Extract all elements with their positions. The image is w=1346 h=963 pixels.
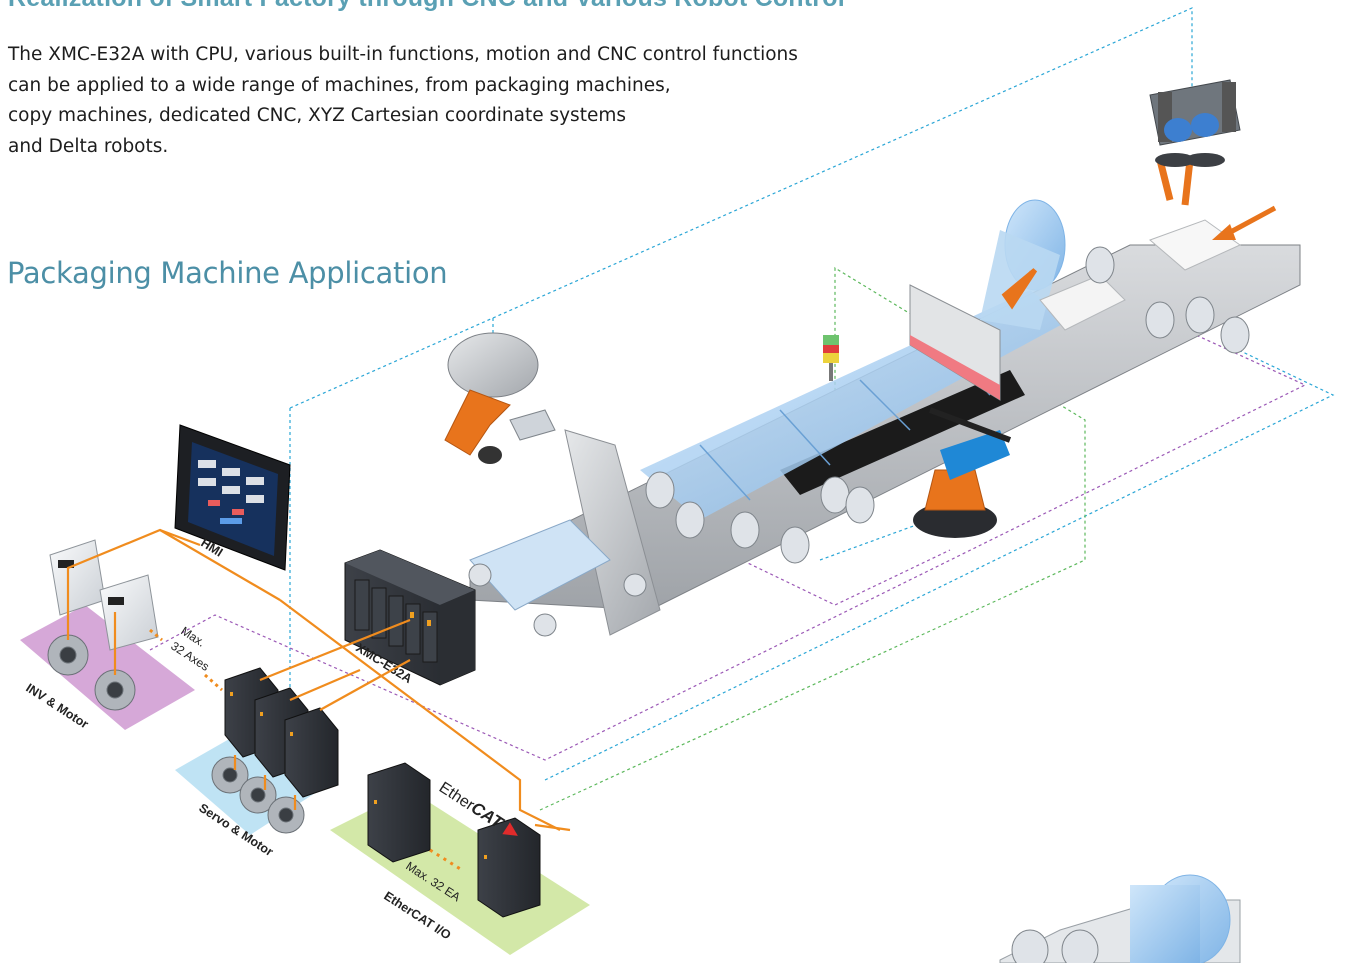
film-web-segments xyxy=(699,339,991,501)
conveyor xyxy=(468,199,1301,637)
feed-arrow-2-head xyxy=(1212,224,1236,240)
io-ellipsis xyxy=(429,848,463,872)
inv-motors xyxy=(47,634,136,711)
section-title: Packaging Machine Application xyxy=(7,256,448,290)
delta-robot xyxy=(1149,79,1241,206)
bottom-right-roll xyxy=(999,874,1241,963)
hmi-unit xyxy=(174,424,291,571)
scara-robot-left xyxy=(444,332,556,464)
intro-line-2: can be applied to a wide range of machin… xyxy=(8,74,671,96)
line-green-1 xyxy=(539,266,1086,811)
signal-lines xyxy=(149,7,1335,811)
axes-ellipsis-2 xyxy=(149,628,163,642)
orange-cables xyxy=(66,528,571,832)
signal-tower xyxy=(823,335,839,381)
intro-line-4: and Delta robots. xyxy=(8,135,169,157)
product-box-1 xyxy=(1039,274,1126,331)
line-blue-3 xyxy=(544,344,1335,781)
intro-line-3: copy machines, dedicated CNC, XYZ Cartes… xyxy=(8,105,626,126)
intro-paragraph: The XMC-E32A with CPU, various built-in … xyxy=(8,40,798,162)
xmc-controller xyxy=(344,549,476,686)
input-tray xyxy=(469,519,611,611)
feed-arrow-1 xyxy=(1001,268,1038,310)
servo-motors xyxy=(211,756,305,834)
line-purple-1 xyxy=(149,329,1307,761)
line-blue-4 xyxy=(819,519,931,561)
axes-ellipsis xyxy=(204,673,223,692)
feed-arrow-2 xyxy=(1223,205,1277,238)
conveyor-dark-band xyxy=(780,370,1025,495)
page-heading: Realization of Smart Factory through CNC… xyxy=(8,0,845,13)
conveyor-motors xyxy=(468,246,1250,637)
articulated-robot xyxy=(913,407,1012,538)
product-box-2 xyxy=(1149,219,1241,271)
ethercat-io-modules xyxy=(367,762,541,918)
max-axes-line-2: 32 Axes xyxy=(168,639,211,674)
sealing-blade-heat xyxy=(910,335,1000,400)
intro-line-1: The XMC-E32A with CPU, various built-in … xyxy=(8,44,798,65)
servo-drives xyxy=(224,667,339,798)
